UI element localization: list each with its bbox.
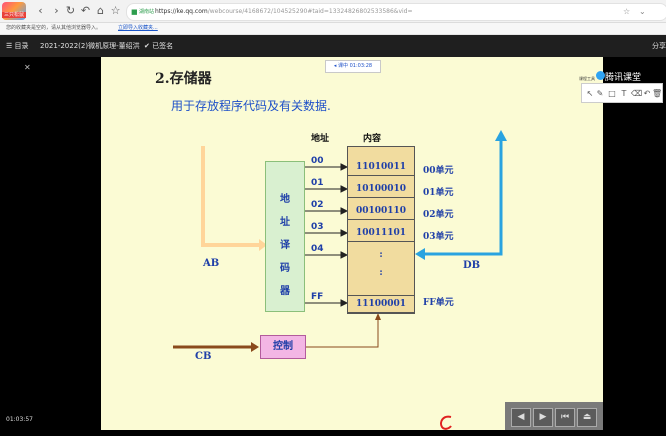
address-label: 03 (311, 222, 324, 232)
ab-label: AB (203, 258, 220, 269)
chevron-down-icon[interactable]: ⌄ (639, 7, 646, 16)
brand-label: 腾讯课堂 (605, 73, 642, 83)
home-icon[interactable]: ⌂ (97, 4, 104, 17)
decoder-char: 译 (280, 240, 290, 251)
browser-toolbar: 三只松鼠 ‹ › ↻ ↶ ⌂ ☆ ■ 湖南站 https://ke.qq.com… (0, 0, 666, 23)
drawing-tools: ↖ ✎ □ T ⌫ ↶ 🗑 (581, 83, 663, 103)
memory-block: 11010011 10100010 00100110 10011101 : : … (347, 146, 415, 314)
unit-label: 03单元 (423, 232, 454, 242)
secure-label: 湖南站 (139, 9, 155, 15)
ab-wire (201, 146, 259, 247)
memory-cell: 00100110 (348, 203, 414, 220)
import-bookmarks-link[interactable]: 立即导入收藏夹... (118, 25, 158, 31)
slide: ◂ 课中 01:03:28 2.存储器 用于存放程序代码及有关数据. 地址 内容… (101, 57, 603, 430)
db-wire (423, 141, 503, 256)
db-arrowhead-left (415, 248, 425, 260)
lock-icon: ■ (131, 8, 138, 16)
cb-arrowhead (251, 342, 259, 352)
address-label: 01 (311, 178, 324, 188)
url-path: /webcourse/4168672/104525290#taid=133248… (207, 8, 413, 15)
reload-icon[interactable]: ↻ (65, 4, 76, 17)
undo-icon[interactable]: ↶ (80, 4, 91, 17)
next-slide-icon[interactable]: ▶ (533, 408, 553, 427)
slide-subtitle: 用于存放程序代码及有关数据. (171, 99, 331, 113)
memory-cell: 10100010 (348, 181, 414, 198)
content-header: 内容 (363, 134, 382, 144)
ab-arrowhead (259, 239, 267, 251)
unit-label: 00单元 (423, 166, 454, 176)
address-lines (304, 163, 349, 307)
address-label: 04 (311, 244, 324, 254)
memory-cell: 11010011 (348, 159, 414, 176)
catalog-button[interactable]: ☰ 目录 (6, 42, 29, 50)
app-badge-label: 三只松鼠 (2, 12, 26, 18)
text-icon[interactable]: T (621, 89, 627, 98)
ctrl-wire (305, 319, 379, 348)
unit-label: 02单元 (423, 210, 454, 220)
memory-ellipsis: : (348, 265, 414, 281)
undo-icon[interactable]: ↶ (643, 89, 651, 98)
address-label: 02 (311, 200, 324, 210)
course-header: ☰ 目录 2021-2022(2)微机原理-董绍洪 ✔ 已签名 分享 (0, 35, 666, 57)
url-text[interactable]: https://ke.qq.com/webcourse/4168672/1045… (155, 6, 413, 18)
close-icon[interactable]: ✕ (24, 63, 31, 72)
memory-cell: 11100001 (348, 295, 414, 313)
forward-icon[interactable]: › (54, 4, 59, 17)
slide-title: 2.存储器 (155, 71, 212, 87)
last-slide-icon[interactable]: ⏏ (577, 408, 597, 427)
trash-icon[interactable]: 🗑 (652, 89, 663, 98)
star-icon[interactable]: ☆ (110, 4, 121, 17)
db-arrowhead-up (495, 130, 507, 141)
ctrl-arrowhead (375, 313, 381, 320)
decoder-char: 码 (280, 263, 290, 274)
share-button[interactable]: 分享 (652, 42, 666, 50)
address-label: 00 (311, 156, 324, 166)
back-icon[interactable]: ‹ (38, 4, 43, 17)
url-host: https://ke.qq.com (155, 8, 208, 15)
tools-caption: 课程工具 (579, 76, 595, 81)
bookmarks-hint: 您的收藏夹是空的，请从其他浏览器导入。 (6, 25, 102, 31)
course-title: 2021-2022(2)微机原理-董绍洪 (40, 42, 140, 50)
unit-label: FF单元 (423, 298, 454, 308)
address-label: FF (311, 292, 324, 302)
decoder-char: 址 (280, 217, 290, 228)
address-header: 地址 (311, 134, 330, 144)
rect-icon[interactable]: □ (608, 89, 616, 98)
address-decoder: 地 址 译 码 器 (265, 161, 305, 312)
lesson-time-tag: ◂ 课中 01:03:28 (325, 60, 381, 73)
cb-label: CB (195, 351, 212, 362)
prev-slide-icon[interactable]: ◀ (511, 408, 531, 427)
memory-cell: 10011101 (348, 225, 414, 242)
address-bar[interactable]: ■ 湖南站 https://ke.qq.com/webcourse/416867… (126, 3, 666, 21)
bookmarks-bar: 您的收藏夹是空的，请从其他浏览器导入。 立即导入收藏夹... (0, 23, 666, 35)
app-badge[interactable]: 三只松鼠 (2, 2, 26, 20)
memory-ellipsis: : (348, 247, 414, 263)
pen-icon[interactable]: ✎ (596, 89, 604, 98)
first-slide-icon[interactable]: ⏮ (555, 408, 575, 427)
playback-time: 01:03:57 (6, 416, 33, 423)
db-label: DB (463, 260, 481, 271)
eraser-icon[interactable]: ⌫ (631, 89, 643, 98)
decoder-char: 地 (280, 194, 290, 205)
signed-status: ✔ 已签名 (144, 42, 174, 50)
slide-nav: ◀ ▶ ⏮ ⏏ (505, 402, 603, 430)
unit-label: 01单元 (423, 188, 454, 198)
decoder-char: 器 (280, 286, 290, 297)
tab-star-icon[interactable]: ☆ (623, 7, 631, 16)
pointer-icon[interactable]: ↖ (586, 89, 594, 98)
tencent-classroom-logo-icon (596, 71, 605, 80)
control-box: 控制 (260, 335, 306, 359)
diagram-wires (173, 130, 507, 352)
annotation-mark (440, 415, 452, 430)
